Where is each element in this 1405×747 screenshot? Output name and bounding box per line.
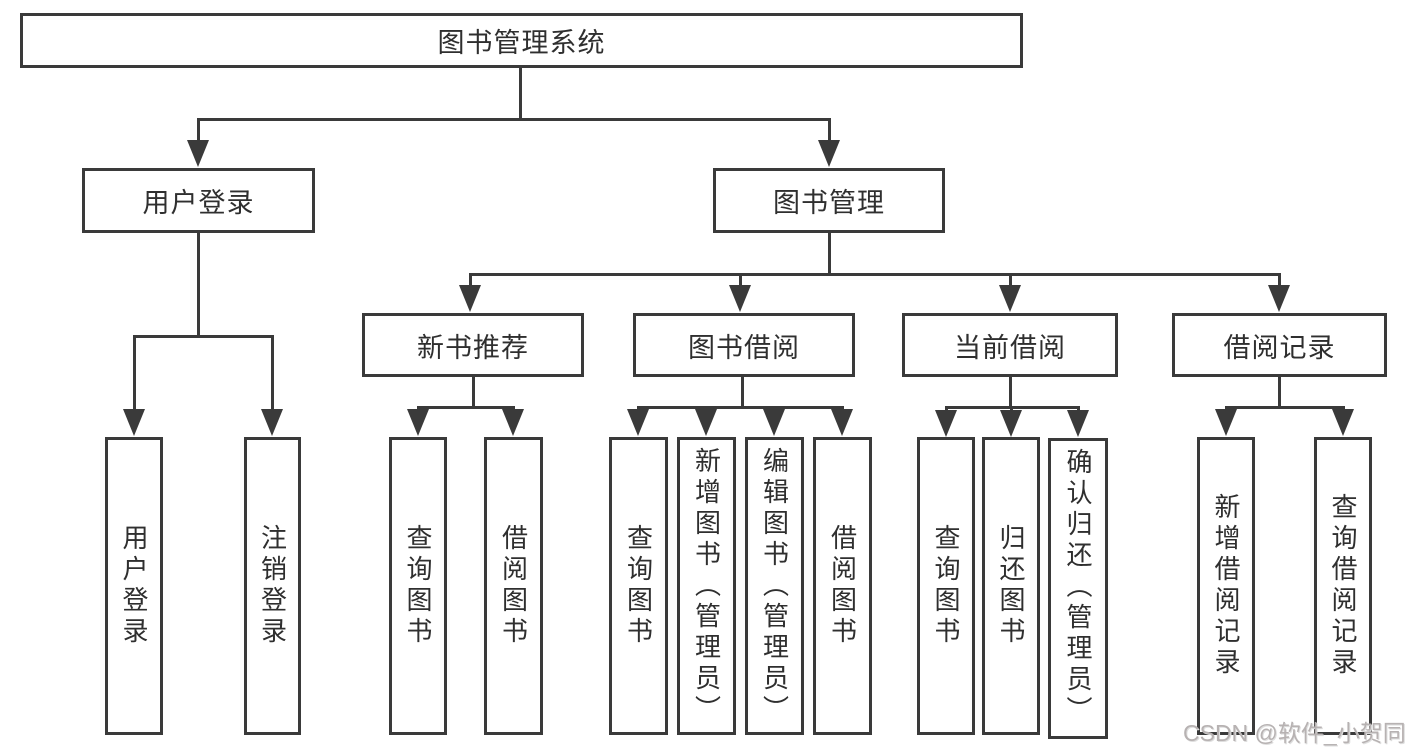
node-book-borrow: 图书借阅 <box>633 313 855 377</box>
node-user-login: 用户登录 <box>82 168 315 233</box>
leaf-return-books-label: 归还图书 <box>996 524 1026 648</box>
leaf-current-query-books: 查询图书 <box>917 437 975 735</box>
leaf-borrow-borrow-books-label: 借阅图书 <box>827 524 858 648</box>
node-book-borrow-label: 图书借阅 <box>688 332 800 363</box>
leaf-return-books: 归还图书 <box>982 437 1040 735</box>
leaf-add-book-admin-label: 新增图书（管理员） <box>691 447 722 726</box>
leaf-edit-book-admin-label: 编辑图书（管理员） <box>759 447 790 726</box>
leaf-user-login: 用户登录 <box>105 437 163 735</box>
leaf-add-borrow-record: 新增借阅记录 <box>1197 437 1255 735</box>
connector-stem-book-borrow <box>741 377 744 408</box>
arrowhead-icon-new-book-1 <box>502 409 524 436</box>
node-book-management-label: 图书管理 <box>773 188 885 218</box>
leaf-logout: 注销登录 <box>244 437 301 735</box>
arrowhead-icon-book-management-0 <box>459 285 481 312</box>
node-library-system: 图书管理系统 <box>20 13 1023 68</box>
leaf-query-borrow-record-label: 查询借阅记录 <box>1328 493 1358 679</box>
connector-arm-user-login-0 <box>133 335 136 431</box>
leaf-user-login-label: 用户登录 <box>119 524 149 648</box>
arrowhead-icon-book-management-1 <box>729 285 751 312</box>
leaf-borrow-query-books: 查询图书 <box>609 437 668 735</box>
connector-bar-new-book <box>417 406 514 409</box>
arrowhead-icon-current-borrow-2 <box>1067 410 1089 437</box>
arrowhead-icon-book-management-3 <box>1268 285 1290 312</box>
connector-bar-book-borrow <box>637 406 843 409</box>
leaf-confirm-return-admin-label: 确认归还（管理员） <box>1063 448 1093 727</box>
arrowhead-icon-book-borrow-1 <box>695 409 717 436</box>
node-borrow-record: 借阅记录 <box>1172 313 1387 377</box>
connector-bar-root <box>197 118 830 121</box>
arrowhead-icon-borrow-record-0 <box>1215 409 1237 436</box>
connector-stem-borrow-record <box>1278 377 1281 408</box>
arrowhead-icon-book-borrow-2 <box>763 409 785 436</box>
connector-arm-user-login-1 <box>271 335 274 431</box>
leaf-newbook-query-books: 查询图书 <box>389 437 447 735</box>
watermark: CSDN @软件_小贺同学 <box>1183 720 1405 746</box>
node-new-book-recommend: 新书推荐 <box>362 313 584 377</box>
node-user-login-label: 用户登录 <box>142 188 255 218</box>
leaf-current-query-books-label: 查询图书 <box>931 524 961 648</box>
arrowhead-icon-root-0 <box>187 140 209 167</box>
connector-stem-new-book <box>472 377 475 408</box>
node-library-system-label: 图书管理系统 <box>437 28 606 58</box>
connector-bar-user-login <box>133 335 273 338</box>
arrowhead-icon-current-borrow-0 <box>935 410 957 437</box>
leaf-query-borrow-record: 查询借阅记录 <box>1314 437 1372 735</box>
arrowhead-icon-book-borrow-0 <box>627 409 649 436</box>
connector-stem-book-management <box>828 233 831 275</box>
leaf-newbook-borrow-books: 借阅图书 <box>484 437 543 735</box>
node-current-borrow-label: 当前借阅 <box>954 332 1066 363</box>
leaf-add-borrow-record-label: 新增借阅记录 <box>1211 493 1241 679</box>
connector-stem-user-login <box>197 233 200 337</box>
connector-bar-borrow-record <box>1225 406 1344 409</box>
arrowhead-icon-new-book-0 <box>407 409 429 436</box>
node-book-management: 图书管理 <box>713 168 945 233</box>
leaf-newbook-query-books-label: 查询图书 <box>403 524 433 648</box>
node-borrow-record-label: 借阅记录 <box>1223 332 1336 363</box>
connector-bar-book-management <box>469 273 1280 276</box>
arrowhead-icon-user-login-0 <box>123 409 145 436</box>
arrowhead-icon-book-borrow-3 <box>831 409 853 436</box>
arrowhead-icon-current-borrow-1 <box>1000 410 1022 437</box>
leaf-add-book-admin: 新增图书（管理员） <box>677 437 736 735</box>
arrowhead-icon-borrow-record-1 <box>1332 409 1354 436</box>
leaf-edit-book-admin: 编辑图书（管理员） <box>745 437 804 735</box>
leaf-confirm-return-admin: 确认归还（管理员） <box>1048 438 1108 739</box>
arrowhead-icon-book-management-2 <box>999 285 1021 312</box>
leaf-newbook-borrow-books-label: 借阅图书 <box>498 524 529 648</box>
arrowhead-icon-user-login-1 <box>261 409 283 436</box>
leaf-logout-label: 注销登录 <box>257 524 288 648</box>
node-new-book-recommend-label: 新书推荐 <box>417 332 529 363</box>
leaf-borrow-borrow-books: 借阅图书 <box>813 437 872 735</box>
leaf-borrow-query-books-label: 查询图书 <box>623 524 654 648</box>
connector-stem-root <box>519 68 522 120</box>
node-current-borrow: 当前借阅 <box>902 313 1118 377</box>
arrowhead-icon-root-1 <box>818 140 840 167</box>
connector-stem-current-borrow <box>1009 377 1012 408</box>
